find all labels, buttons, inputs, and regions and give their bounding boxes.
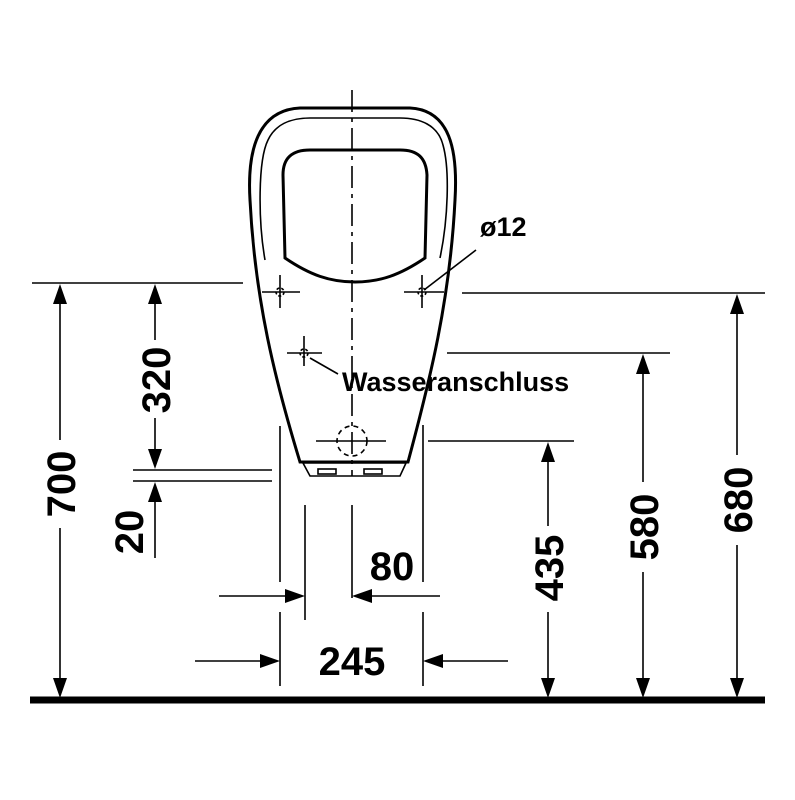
urinal-body (248, 106, 458, 477)
outlet-mark (316, 425, 386, 457)
dimension-700: 700 (40, 284, 84, 698)
dimension-580: 580 (623, 354, 667, 698)
fixing-hole-left (262, 275, 300, 308)
diameter-leader-line (423, 249, 477, 291)
dimension-320-label: 320 (135, 347, 179, 414)
base-plate (301, 462, 408, 477)
dimension-580-label: 580 (623, 494, 667, 561)
dimension-435: 435 (528, 442, 572, 698)
outer-contour (248, 106, 458, 464)
dimension-80-label: 80 (370, 545, 415, 589)
water-connection-mark (287, 336, 322, 366)
dimension-320: 320 (135, 284, 179, 469)
rim-line (259, 117, 449, 261)
fixing-hole-right (404, 275, 444, 308)
dimension-245-label: 245 (319, 640, 386, 684)
dimension-245: 245 (195, 640, 508, 684)
dimension-680: 680 (717, 294, 761, 698)
water-connection-leader (309, 357, 339, 375)
dimension-20: 20 (108, 482, 162, 558)
water-connection-label: Wasseranschluss (342, 367, 569, 397)
base-slot-right (363, 468, 383, 475)
dimension-700-label: 700 (40, 451, 84, 518)
dimension-435-label: 435 (528, 535, 572, 602)
bowl-opening (281, 148, 429, 284)
dimension-680-label: 680 (717, 467, 761, 534)
base-slot-left (317, 468, 337, 475)
hole-diameter-label: ø12 (480, 212, 527, 242)
dimension-80: 80 (219, 545, 440, 603)
dimension-20-label: 20 (108, 510, 152, 555)
